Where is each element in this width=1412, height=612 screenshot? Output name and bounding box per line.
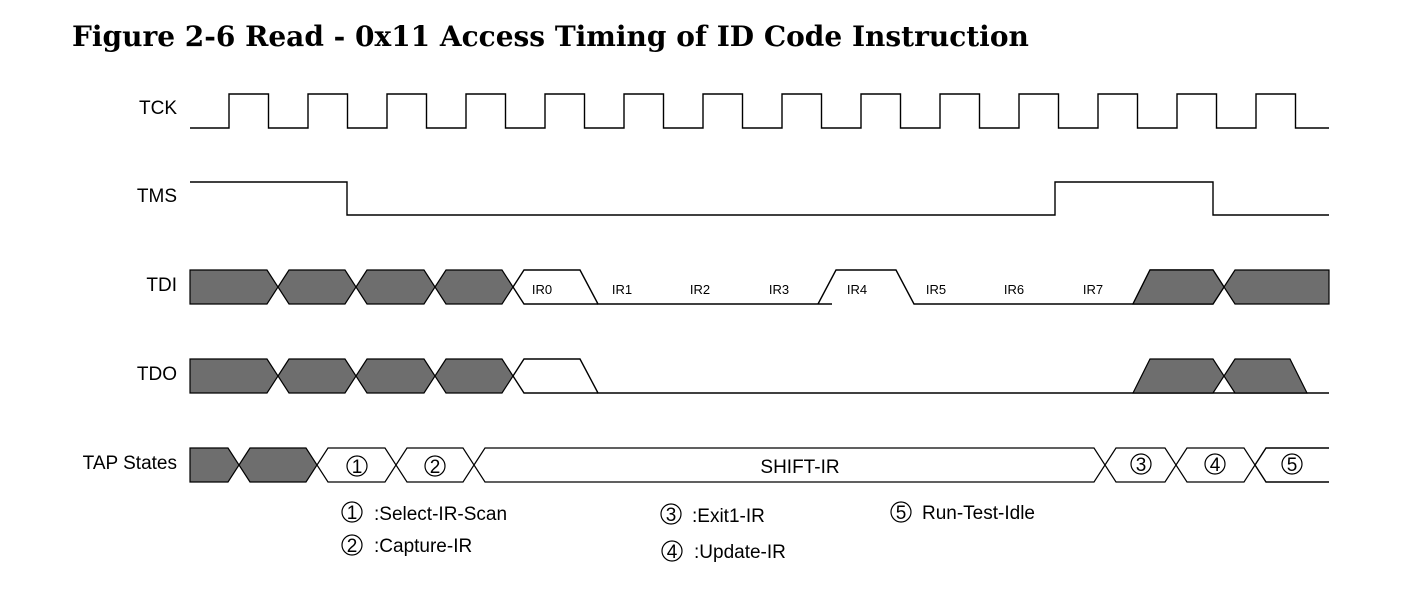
state-4-circle (1204, 453, 1226, 475)
tdi-unknown-segment (1132, 269, 1225, 305)
tms-waveform (190, 181, 1329, 216)
tdi-label: TDI (146, 275, 177, 296)
tdi-unknown-segment (1223, 269, 1330, 305)
legend-4-circle (661, 540, 683, 562)
legend-4-text: :Update-IR (694, 542, 786, 563)
tdo-unknown-segment (189, 358, 279, 394)
state-5-circle (1281, 453, 1303, 475)
legend-1-circle (341, 501, 363, 523)
tdi-bit-label: IR3 (769, 282, 789, 297)
legend-4-number: 4 (667, 542, 678, 563)
tdo-hiz-edge (512, 358, 1329, 394)
tdi-bit-label: IR2 (690, 282, 710, 297)
legend-3-text: :Exit1-IR (692, 506, 765, 527)
tck-label: TCK (139, 98, 177, 119)
tdo-unknown-segment (355, 358, 436, 394)
tdo-hiz-lower-edge (512, 375, 598, 394)
tdi-ir0-lower-edge (512, 286, 598, 305)
tdo-unknown-segment (1132, 358, 1225, 394)
tdi-bit-label: IR4 (847, 282, 867, 297)
state-3-circle (1130, 453, 1152, 475)
tap-unknown-segment (238, 447, 318, 483)
tdi-ir4-edge (817, 269, 1133, 305)
tdo-unknown-segment (277, 358, 357, 394)
figure-title: Figure 2-6 Read - 0x11 Access Timing of … (72, 20, 1029, 53)
tdi-bit-label: IR5 (926, 282, 946, 297)
tdo-unknown-segment (1223, 358, 1308, 394)
tdi-bit-label: IR1 (612, 282, 632, 297)
tdi-unknown-segment (355, 269, 436, 305)
tdi-bus: IR0 IR1 IR2 IR3 IR4 IR5 IR6 IR7 (189, 269, 1330, 305)
state-2-number: 2 (430, 457, 441, 478)
tdi-bit-label: IR0 (532, 282, 552, 297)
legend-2-text: :Capture-IR (374, 536, 472, 557)
state-1-circle (346, 455, 368, 477)
legend-5-text: Run-Test-Idle (922, 503, 1035, 524)
tap-states-label: TAP States (83, 453, 177, 474)
state-3-number: 3 (1136, 455, 1147, 476)
legend-5-number: 5 (896, 503, 907, 524)
legend-1-number: 1 (347, 503, 358, 524)
legend-5-circle (890, 501, 912, 523)
state-2-circle (424, 455, 446, 477)
tap-states-bus: 1 2 SHIFT-IR 3 4 5 (189, 447, 1329, 483)
legend-3-number: 3 (666, 505, 677, 526)
legend-1-text: :Select-IR-Scan (374, 504, 507, 525)
state-5-number: 5 (1287, 455, 1298, 476)
tdo-unknown-segment (434, 358, 514, 394)
tdi-bit-label: IR7 (1083, 282, 1103, 297)
legend-3-circle (660, 503, 682, 525)
shift-ir-label: SHIFT-IR (760, 457, 839, 478)
tdo-label: TDO (137, 364, 177, 385)
state-1-number: 1 (352, 457, 363, 478)
tdi-ir0-edge (512, 269, 832, 305)
legend-2-circle (341, 534, 363, 556)
tdi-unknown-segment (189, 269, 279, 305)
tms-label: TMS (137, 186, 177, 207)
state-4-number: 4 (1210, 455, 1221, 476)
legend: 1 :Select-IR-Scan 2 :Capture-IR 3 :Exit1… (341, 501, 1035, 563)
tdi-bit-label: IR6 (1004, 282, 1024, 297)
legend-2-number: 2 (347, 536, 358, 557)
tdo-bus (189, 358, 1329, 394)
tck-waveform (190, 93, 1329, 129)
tdi-unknown-segment (277, 269, 357, 305)
tdi-unknown-segment (434, 269, 514, 305)
tap-unknown-segment (189, 447, 240, 483)
tap-state-run-test-idle (1254, 447, 1329, 483)
